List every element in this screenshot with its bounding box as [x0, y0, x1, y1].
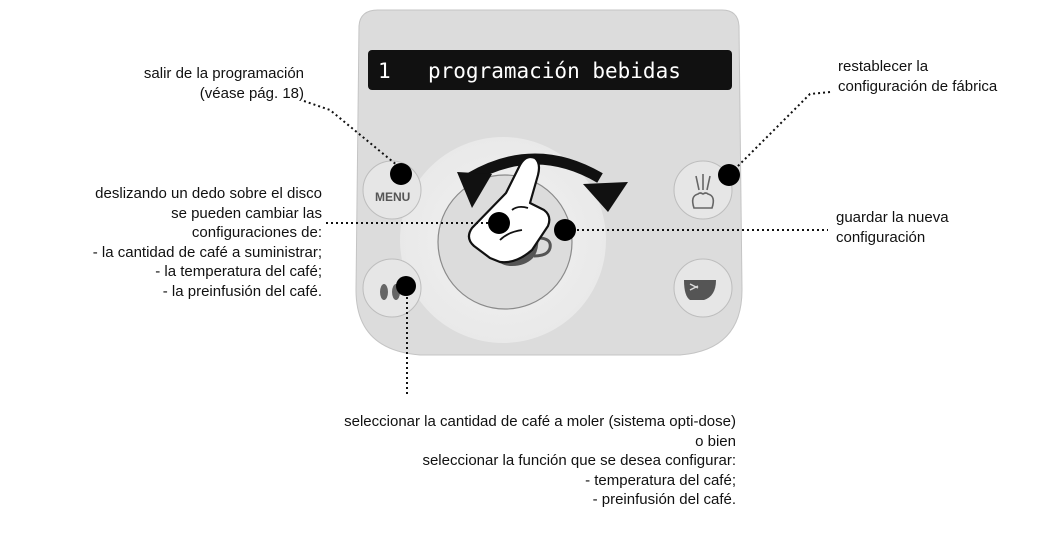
leader-lines	[303, 91, 831, 395]
callout-save: guardar la nueva configuración	[836, 209, 949, 246]
marker-cup	[554, 219, 576, 241]
marker-wheel	[488, 212, 510, 234]
lcd-display	[368, 50, 732, 90]
steam-icon	[691, 174, 715, 209]
steam-button[interactable]	[673, 160, 733, 220]
marker-menu	[390, 163, 412, 185]
display-text: programación bebidas	[428, 59, 681, 83]
leader-exit	[303, 100, 399, 167]
marker-steam	[718, 164, 740, 186]
markers	[390, 163, 740, 296]
hot-water-button[interactable]	[673, 258, 733, 318]
marker-aroma	[396, 276, 416, 296]
callout-select: seleccionar la cantidad de café a moler …	[344, 413, 736, 508]
pointing-hand-icon	[467, 155, 551, 264]
display-number: 1	[378, 59, 391, 83]
leader-reset	[731, 91, 831, 173]
callout-reset: restablecer la configuración de fábrica	[838, 58, 998, 95]
callout-exit: salir de la programación (véase pág. 18)	[143, 65, 304, 102]
menu-label: MENU	[375, 190, 410, 204]
callout-slide: deslizando un dedo sobre el disco se pue…	[92, 185, 322, 300]
